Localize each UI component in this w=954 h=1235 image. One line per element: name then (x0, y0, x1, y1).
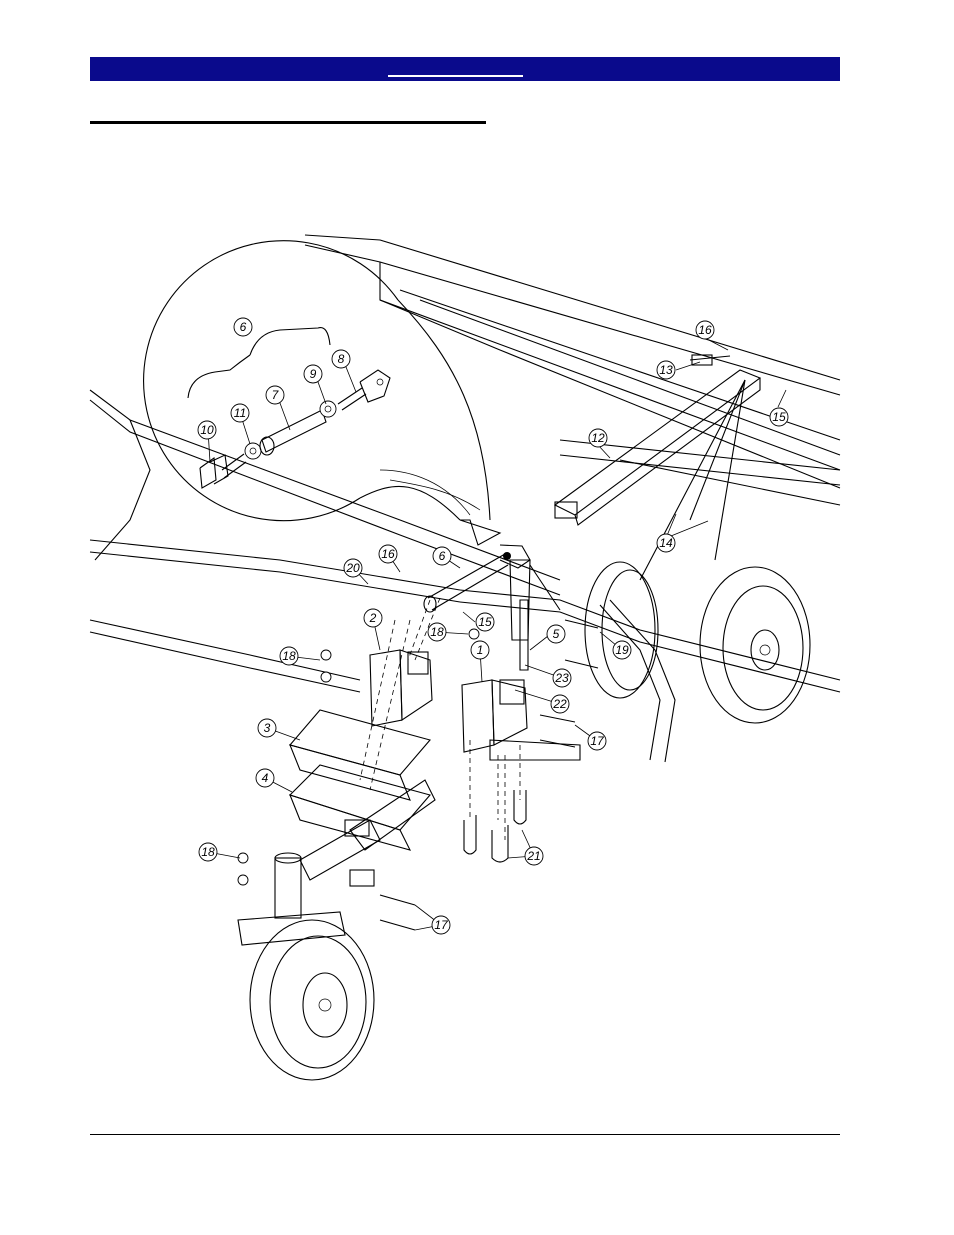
callout-16-top: 16 (696, 321, 714, 339)
svg-text:2: 2 (369, 611, 377, 625)
callout-13: 13 (657, 361, 675, 379)
svg-text:18: 18 (282, 649, 296, 663)
callout-23: 23 (553, 669, 571, 687)
svg-text:20: 20 (345, 561, 360, 575)
svg-text:3: 3 (264, 721, 271, 735)
svg-text:22: 22 (552, 697, 567, 711)
svg-text:13: 13 (659, 363, 673, 377)
callout-8: 8 (332, 350, 350, 368)
svg-text:18: 18 (201, 845, 215, 859)
svg-text:1: 1 (477, 643, 484, 657)
callout-leaders (208, 338, 786, 930)
callout-9: 9 (304, 365, 322, 383)
callout-4: 4 (256, 769, 274, 787)
svg-text:14: 14 (659, 536, 673, 550)
svg-text:10: 10 (200, 423, 214, 437)
turnbuckle-detail (188, 328, 390, 488)
callout-17-bottom: 17 (432, 916, 450, 934)
svg-text:5: 5 (553, 627, 560, 641)
callout-18-bottom: 18 (199, 843, 217, 861)
callout-17-right: 17 (588, 732, 606, 750)
svg-text:16: 16 (698, 323, 712, 337)
svg-text:15: 15 (772, 410, 786, 424)
callout-10: 10 (198, 421, 216, 439)
callout-21: 21 (525, 847, 543, 865)
callout-20: 20 (344, 559, 362, 577)
callout-3: 3 (258, 719, 276, 737)
svg-text:12: 12 (591, 431, 605, 445)
callout-5: 5 (547, 625, 565, 643)
callout-15-right: 15 (770, 408, 788, 426)
callout-18-left: 18 (280, 647, 298, 665)
callout-19: 19 (613, 641, 631, 659)
callout-6-main: 6 (433, 547, 451, 565)
callout-7: 7 (266, 386, 284, 404)
callout-6-detail: 6 (234, 318, 252, 336)
svg-text:9: 9 (310, 367, 317, 381)
svg-text:23: 23 (554, 671, 569, 685)
svg-text:21: 21 (526, 849, 540, 863)
svg-text:17: 17 (590, 734, 605, 748)
svg-text:17: 17 (434, 918, 449, 932)
svg-text:6: 6 (240, 320, 247, 334)
svg-text:16: 16 (381, 547, 395, 561)
callout-12: 12 (589, 429, 607, 447)
callout-22: 22 (551, 695, 569, 713)
svg-text:19: 19 (615, 643, 629, 657)
callout-11: 11 (231, 404, 249, 422)
callout-2: 2 (364, 609, 382, 627)
callout-15-mid: 15 (476, 613, 494, 631)
callout-balloons: 6 8 9 7 11 10 16 13 15 12 14 16 20 6 15 … (198, 318, 788, 934)
svg-text:4: 4 (262, 771, 269, 785)
callout-1: 1 (471, 641, 489, 659)
svg-text:6: 6 (439, 549, 446, 563)
svg-text:15: 15 (478, 615, 492, 629)
mount-brackets (370, 650, 580, 760)
main-frame (90, 235, 840, 762)
callout-16-mid: 16 (379, 545, 397, 563)
svg-text:18: 18 (430, 625, 444, 639)
caster-wheel (238, 853, 374, 1080)
u-bolts (464, 790, 526, 862)
svg-text:11: 11 (234, 406, 246, 420)
bolts (238, 620, 598, 930)
svg-text:8: 8 (338, 352, 345, 366)
callout-14: 14 (657, 534, 675, 552)
callout-18-mid: 18 (428, 623, 446, 641)
caster-arms (290, 710, 435, 886)
